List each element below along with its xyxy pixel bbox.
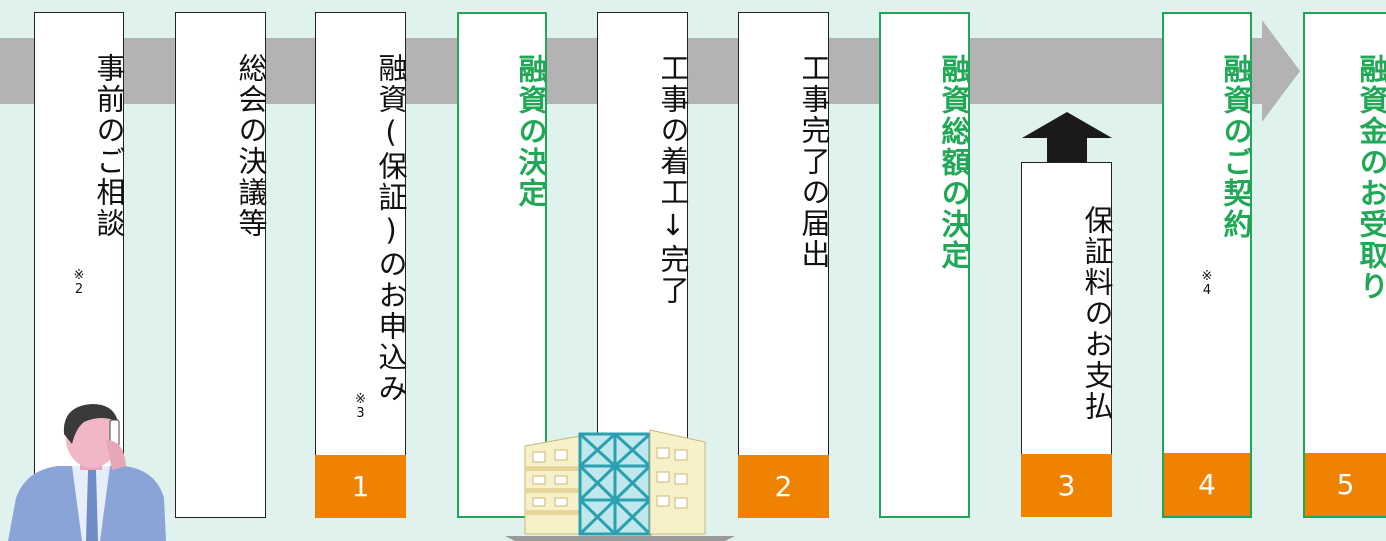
step-note: ※ 2 xyxy=(73,268,85,297)
step-number-badge: 1 xyxy=(315,455,406,518)
step-completion-notice: 工事完了の届出 2 xyxy=(738,12,831,518)
step-label: 総会の決議等 xyxy=(234,53,268,239)
person-on-phone-illustration xyxy=(8,404,166,541)
step-general-meeting: 総会の決議等 xyxy=(175,12,268,518)
step-loan-decision: 融資の決定 xyxy=(457,12,548,518)
step-label: 工事完了の届出 xyxy=(797,53,831,270)
step-number-badge: 4 xyxy=(1164,453,1250,516)
step-label: 融資金のお受取り xyxy=(1355,54,1386,302)
step-label: 融資総額の決定 xyxy=(937,54,971,271)
step-number-badge: 3 xyxy=(1021,454,1112,517)
step-guarantee-fee-payment: 保証料のお支払 3 xyxy=(1021,162,1114,517)
up-arrow-icon xyxy=(1022,112,1112,162)
step-label: 保証料のお支払 xyxy=(1080,205,1114,422)
step-number-badge: 2 xyxy=(738,455,829,518)
step-note: ※ 3 xyxy=(355,392,366,421)
step-label: 融資(保証)のお申込み xyxy=(374,53,408,404)
step-label: 工事の着工↓完了 xyxy=(656,53,690,306)
step-receive-loan: 融資金のお受取り 5 xyxy=(1303,12,1386,518)
step-label: 融資の決定 xyxy=(514,54,548,209)
step-number-badge: 5 xyxy=(1305,453,1386,516)
step-label: 融資のご契約 xyxy=(1219,54,1253,240)
step-total-loan-decision: 融資総額の決定 xyxy=(879,12,971,518)
step-loan-contract: 融資のご契約 ※ 4 4 xyxy=(1162,12,1253,518)
step-loan-application: 融資(保証)のお申込み ※ 3 1 xyxy=(315,12,408,518)
step-note: ※ 4 xyxy=(1201,269,1213,298)
step-label: 事前のご相談 xyxy=(92,53,126,239)
building-under-construction-illustration xyxy=(505,429,735,541)
